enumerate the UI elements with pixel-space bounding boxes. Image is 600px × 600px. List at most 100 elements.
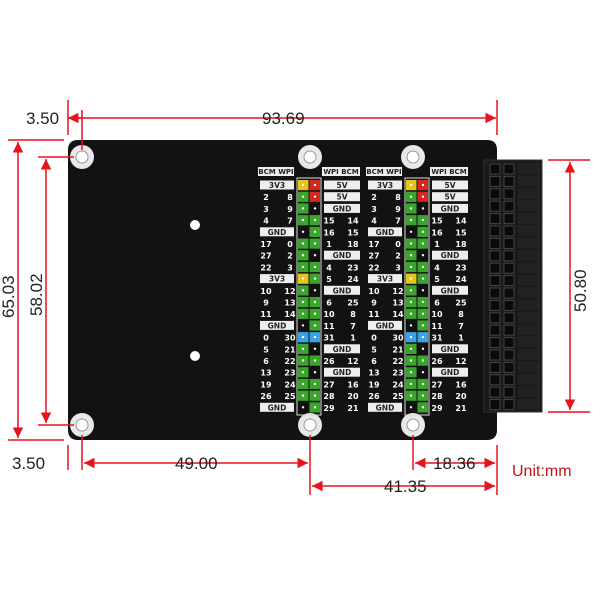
pin-dot [301, 289, 305, 292]
pin-wpi-left: 30 [392, 334, 404, 343]
dim-middle-to-edge: 41.35 [384, 477, 427, 496]
dim-header-length: 50.80 [571, 269, 590, 312]
pin-dot [313, 359, 317, 362]
pin-dot [409, 394, 413, 397]
pin-bcm-right: 7 [458, 322, 464, 331]
pin-dot [409, 183, 413, 187]
pin-label-box [368, 320, 402, 330]
pin-dot [421, 289, 425, 292]
pin-label-left: GND [268, 228, 287, 237]
header-pin [503, 386, 515, 398]
pin-wpi-right: 1 [434, 240, 440, 249]
pin-dot [313, 254, 317, 257]
pin-bcm-left: 9 [263, 299, 269, 308]
pin-dot [301, 324, 305, 327]
pin-label-right: GND [441, 251, 460, 260]
pin-label-box [368, 227, 402, 237]
pin-label-right: 5V [336, 181, 347, 190]
header-pin [489, 337, 501, 349]
dim-board-height: 65.03 [0, 275, 18, 318]
pin-wpi-left: 13 [392, 299, 403, 308]
pin-bcm-right: 18 [347, 240, 359, 249]
pin-dot [421, 265, 425, 269]
pin-dot [301, 230, 305, 233]
pin-bcm-left: 0 [371, 334, 377, 343]
pin-wpi-right: 26 [431, 357, 443, 366]
header-pin [489, 374, 501, 386]
pin-label-right: GND [441, 368, 460, 377]
pin-dot [313, 300, 317, 304]
pin-bcm-left: 19 [368, 380, 380, 389]
pin-bcm-left: 26 [260, 392, 272, 401]
header-pin [489, 250, 501, 262]
header-label-right: WPI BCM [431, 168, 466, 176]
pin-dot [421, 254, 425, 257]
pin-bcm-left: 2 [371, 193, 377, 202]
pin-bcm-left: 0 [263, 334, 269, 343]
header-label-right: WPI BCM [323, 168, 358, 176]
header-socket [518, 287, 540, 298]
header-pin [503, 237, 515, 249]
header-pin [503, 324, 515, 336]
header-socket [518, 299, 540, 311]
pin-dot [301, 347, 305, 350]
pin-bcm-right: 24 [455, 275, 467, 284]
header-pin [503, 349, 515, 361]
pin-wpi-right: 27 [323, 380, 334, 389]
pin-dot [301, 335, 305, 339]
pin-label-left: GND [376, 228, 395, 237]
pin-bcm-left: 6 [263, 357, 269, 366]
pin-bcm-left: 9 [371, 299, 377, 308]
pin-label-right: GND [333, 204, 352, 213]
pin-wpi-left: 25 [392, 392, 404, 401]
pin-wpi-right: 16 [323, 228, 335, 237]
pin-wpi-left: 24 [392, 380, 404, 389]
header-pin [503, 163, 515, 175]
pin-bcm-left: 22 [260, 263, 271, 272]
pin-dot [409, 324, 413, 327]
pin-dot [301, 195, 305, 198]
pin-dot [301, 242, 305, 245]
pin-bcm-left: 22 [368, 263, 379, 272]
pin-wpi-left: 13 [284, 299, 295, 308]
pin-wpi-left: 0 [395, 240, 401, 249]
pin-bcm-right: 23 [455, 263, 466, 272]
header-socket [518, 249, 540, 261]
pin-dot [409, 371, 413, 374]
pin-bcm-right: 8 [458, 310, 464, 319]
pin-wpi-right: 31 [323, 334, 335, 343]
header-socket [518, 175, 540, 187]
header-label-left: BCM WPI [366, 168, 401, 176]
pin-wpi-left: 21 [284, 345, 296, 354]
pin-label-left: 3V3 [269, 181, 285, 190]
pin-dot [313, 195, 317, 198]
header-pin [503, 312, 515, 324]
header-label-box [430, 167, 468, 176]
pin-wpi-left: 12 [392, 287, 403, 296]
header-pin [489, 361, 501, 373]
header-socket [518, 373, 540, 385]
pin-label-box [260, 274, 294, 284]
header-pin [503, 262, 515, 274]
pin-dot [301, 406, 305, 409]
header-socket [518, 225, 540, 236]
pin-label-box [324, 344, 360, 354]
pin-bcm-left: 26 [368, 392, 380, 401]
pin-bcm-left: 4 [371, 217, 377, 226]
pin-dot [313, 347, 317, 350]
pin-dot [313, 265, 317, 269]
pin-dot [421, 195, 425, 198]
pin-dot [301, 312, 305, 315]
pin-dot [313, 230, 317, 233]
mounting-hole [190, 220, 200, 230]
pin-label-box [368, 402, 402, 412]
header-pin [489, 262, 501, 274]
pin-label-box [260, 227, 294, 237]
pin-wpi-left: 2 [287, 252, 293, 261]
pin-bcm-left: 4 [263, 217, 269, 226]
header-socket [518, 212, 540, 224]
pin-wpi-left: 12 [284, 287, 295, 296]
header-socket [518, 336, 540, 348]
pin-dot [301, 218, 305, 222]
pin-bcm-right: 12 [455, 357, 466, 366]
